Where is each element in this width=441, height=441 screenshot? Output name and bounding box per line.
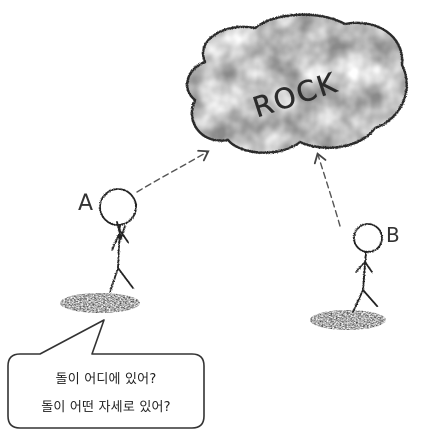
grass-patch-a bbox=[60, 293, 140, 313]
sight-arrow-a bbox=[136, 149, 210, 193]
speech-bubble bbox=[7, 319, 205, 429]
speech-bubble-line-1: 돌이 어디에 있어? bbox=[55, 372, 157, 387]
rock-cloud: ROCK bbox=[185, 13, 408, 154]
speech-bubble-line-2: 돌이 어떤 자세로 있어? bbox=[41, 400, 171, 415]
person-b-label: B bbox=[386, 223, 400, 247]
person-a-label: A bbox=[78, 191, 93, 216]
person-b: B bbox=[310, 223, 400, 330]
person-a: A bbox=[60, 188, 140, 313]
person-a-head bbox=[99, 188, 137, 226]
person-b-head bbox=[353, 223, 383, 253]
sight-arrow-b bbox=[313, 152, 341, 227]
grass-patch-b bbox=[310, 310, 386, 330]
